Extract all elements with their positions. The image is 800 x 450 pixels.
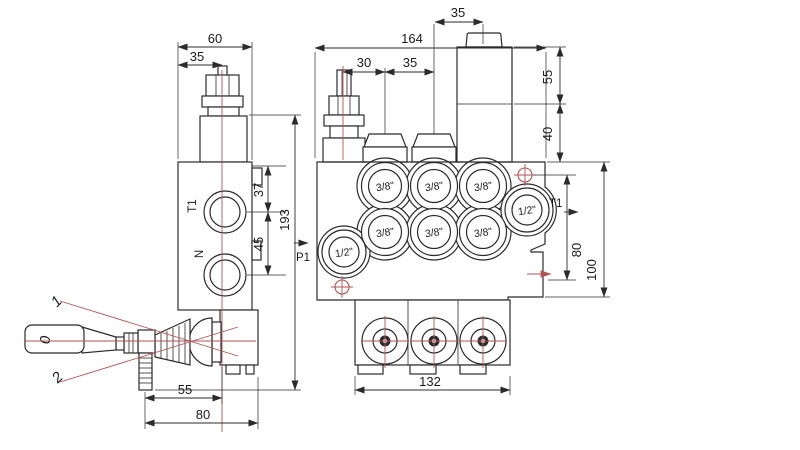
dim-132-label: 132 <box>419 374 441 389</box>
valve-body-front-outline <box>316 161 557 301</box>
dim-30-label: 30 <box>357 55 371 70</box>
lever-position-2-line <box>59 326 239 383</box>
dim-35-top-label: 35 <box>451 5 465 20</box>
front-view: 3/8" 3/8" 3/8" 3/8" 3/8" 3/8" 1/2" 1/2" <box>294 32 579 375</box>
lever-mount-plate <box>211 321 222 363</box>
dim-45-label: 45 <box>251 237 266 251</box>
dim-40-label: 40 <box>540 127 555 141</box>
lever-assembly: 0 1 2 <box>24 293 222 391</box>
port-inlet-label: 1/2" <box>334 246 354 260</box>
lever-rod <box>138 352 153 391</box>
port-t1-front-label: T1 <box>549 198 562 210</box>
port-b2-label: 3/8" <box>424 226 444 240</box>
port-b3-label: 3/8" <box>473 226 493 240</box>
side-view: T1 N 0 1 2 <box>24 65 263 391</box>
port-a3-label: 3/8" <box>473 180 493 194</box>
port-a2-label: 3/8" <box>424 180 444 194</box>
dim-193-label: 193 <box>277 209 292 231</box>
relief-valve-side <box>199 65 248 163</box>
dim-164-label: 164 <box>401 31 423 46</box>
dim-55-right-label: 55 <box>540 70 555 84</box>
relief-valve-front <box>322 69 366 163</box>
port-n-side-label: N <box>194 250 206 258</box>
valve-body-side: T1 N <box>177 161 263 375</box>
lever-washer <box>115 336 125 351</box>
dimension-lines: 60 35 37 45 193 55 80 164 30 35 35 <box>144 5 610 429</box>
port-p1-front-label: P1 <box>296 252 310 264</box>
port-a1-label: 3/8" <box>375 180 395 194</box>
port-t1-side-label: T1 <box>187 199 199 212</box>
dim-100-label: 100 <box>584 259 599 281</box>
lever-pos-0-label: 0 <box>37 335 54 344</box>
dim-55-bottom-label: 55 <box>178 382 192 397</box>
port-n-side-inner <box>209 259 241 291</box>
lever-handle-grip <box>24 324 85 354</box>
dim-60-label: 60 <box>208 31 222 46</box>
lever-nut <box>123 332 139 354</box>
dim-80-right-label: 80 <box>569 243 584 257</box>
dim-35-side-label: 35 <box>190 49 204 64</box>
port-outlet-label: 1/2" <box>517 204 537 218</box>
end-block <box>456 32 513 163</box>
lever-pos-2-label: 2 <box>48 368 67 387</box>
lower-section <box>354 299 511 375</box>
port-t1-side-inner <box>209 196 241 228</box>
end-block-cap <box>465 32 503 48</box>
port-b1-label: 3/8" <box>375 226 395 240</box>
dim-37-label: 37 <box>251 183 266 197</box>
spool-caps <box>362 133 457 163</box>
lever-clevis <box>137 329 156 354</box>
work-ports: 3/8" 3/8" 3/8" 3/8" 3/8" 3/8" 1/2" 1/2" <box>321 161 550 275</box>
flow-labels: P1 T1 <box>294 198 579 278</box>
lever-position-1-line <box>59 300 239 357</box>
dim-35a-label: 35 <box>403 55 417 70</box>
lever-cone <box>81 326 117 354</box>
dim-80-bottom-label: 80 <box>196 407 210 422</box>
